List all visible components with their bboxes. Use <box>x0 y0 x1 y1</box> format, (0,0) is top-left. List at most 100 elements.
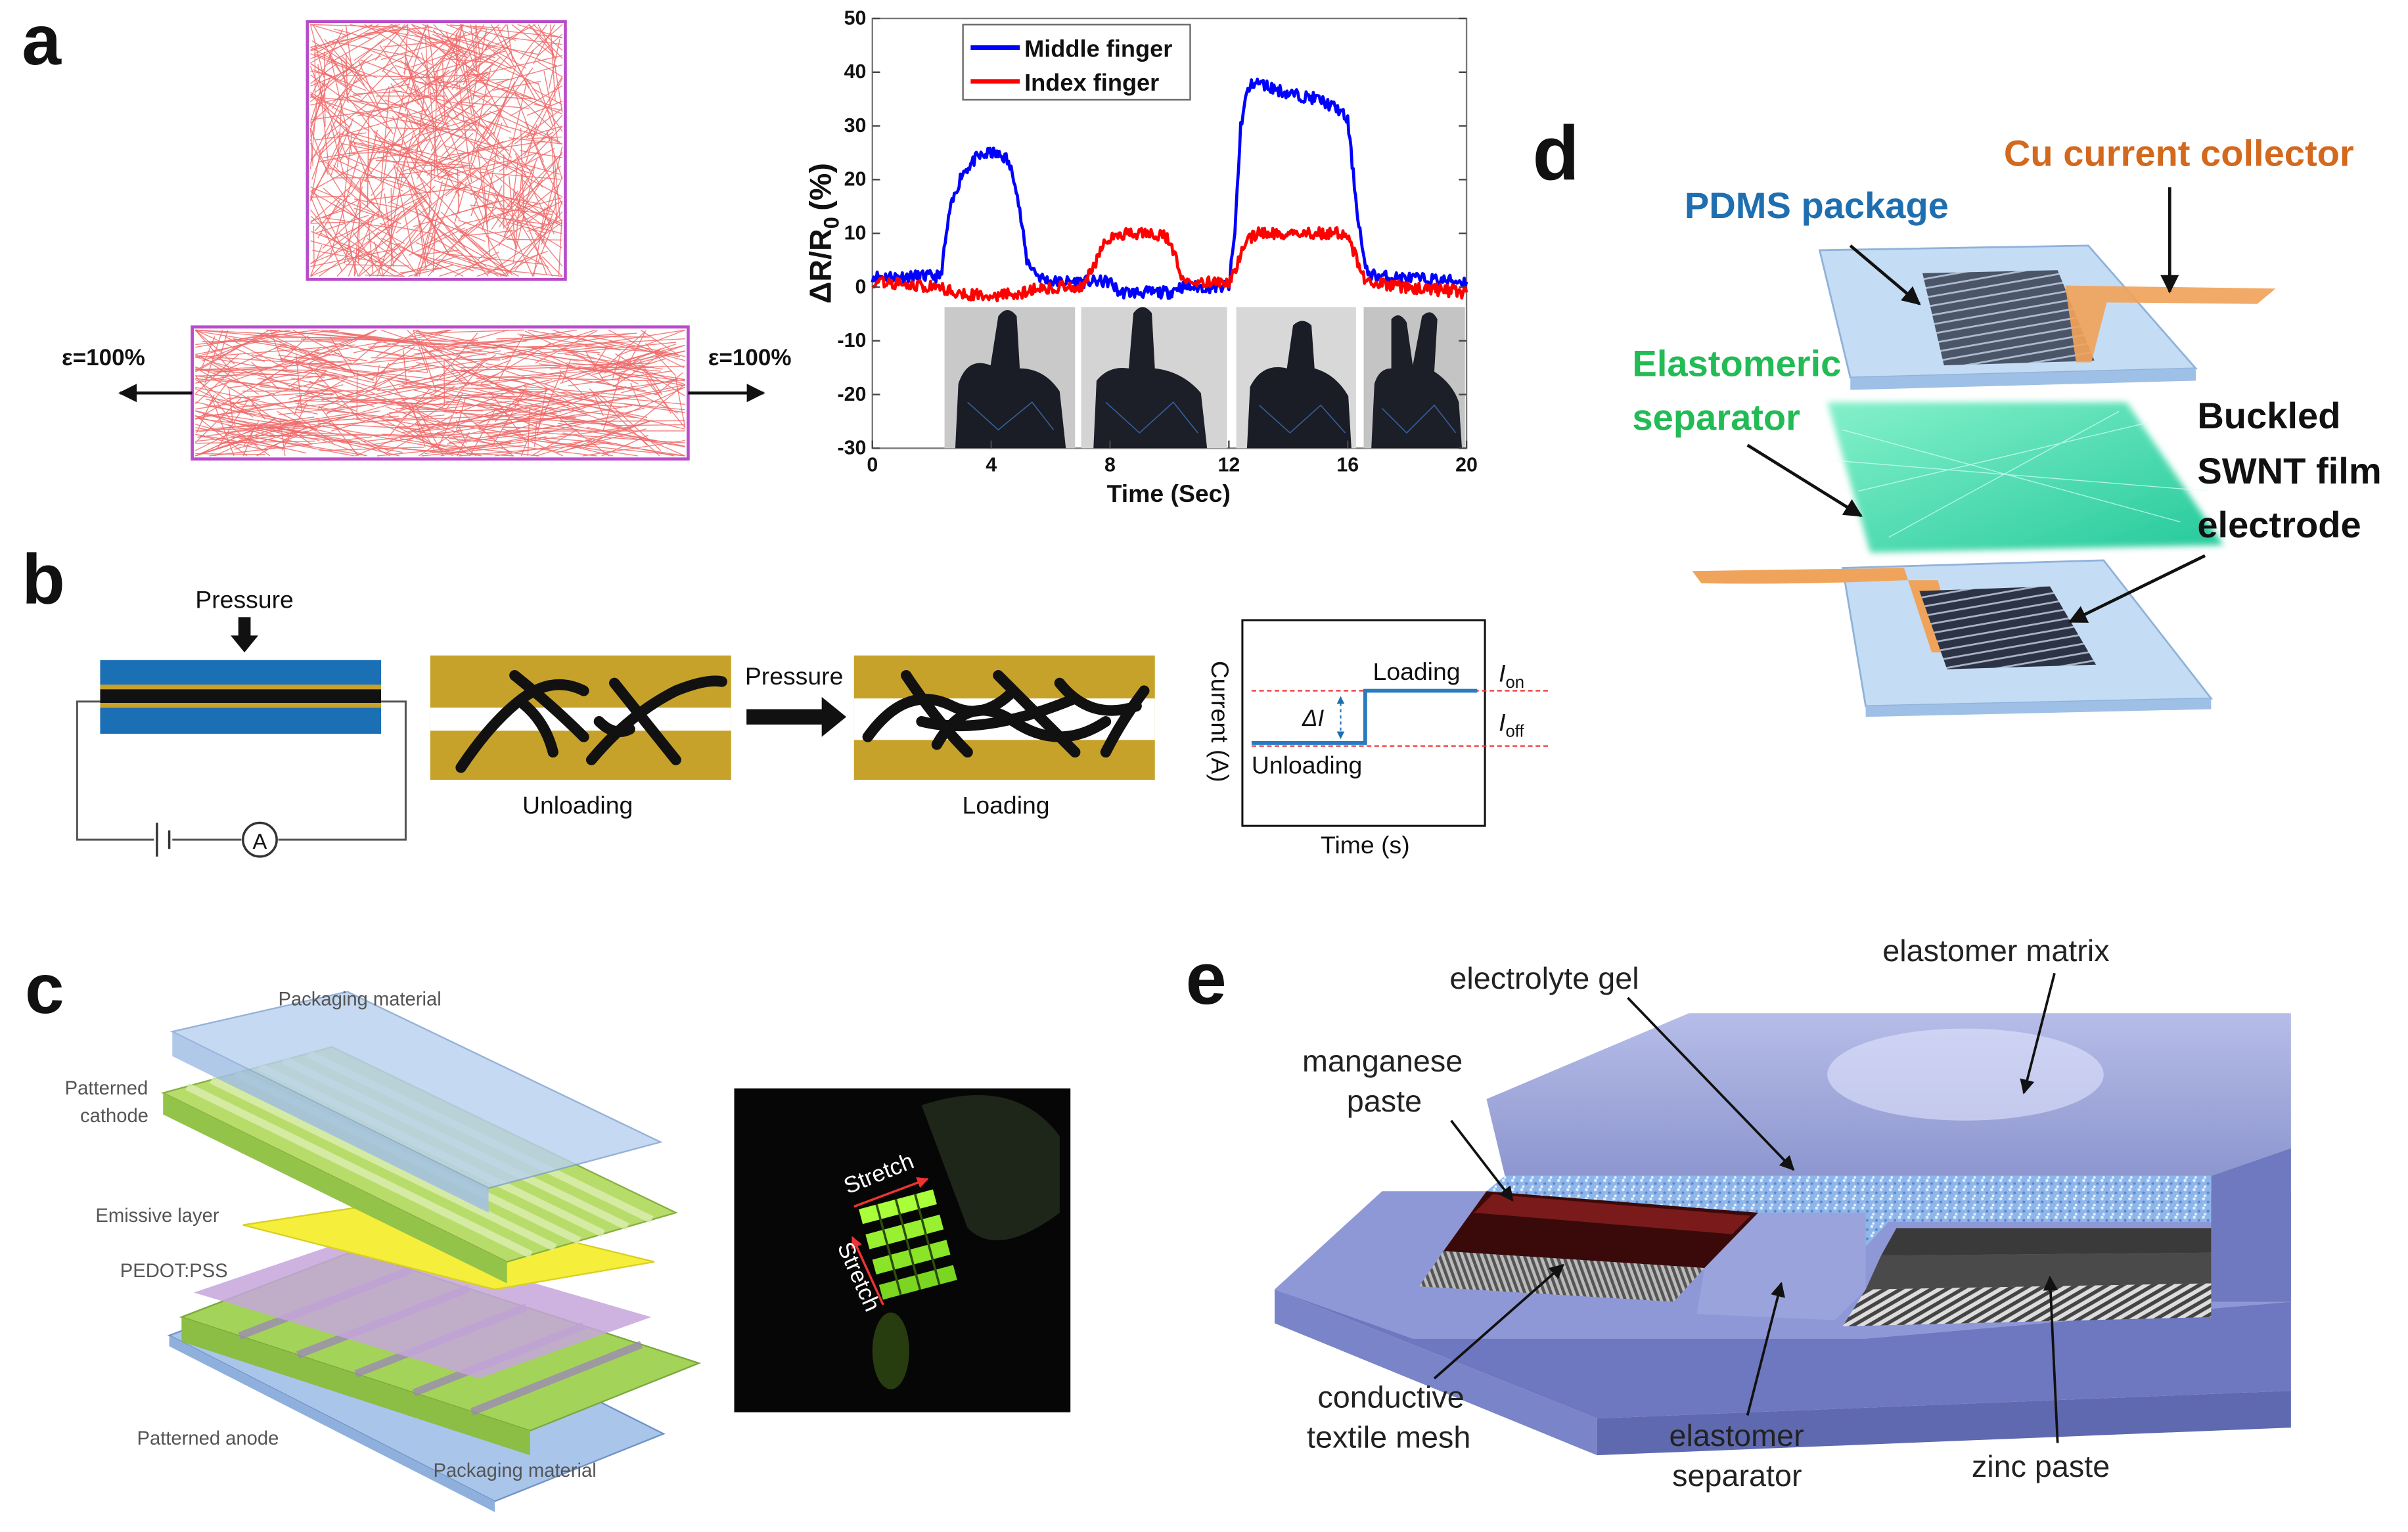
nanowire <box>371 118 434 196</box>
nanowire <box>201 329 280 362</box>
nanowire <box>512 148 543 188</box>
x-tick-label: 12 <box>1217 454 1240 476</box>
nanowire <box>388 379 412 411</box>
nanowire <box>321 55 382 82</box>
nanowire <box>322 188 385 249</box>
label-manganese-1: manganese <box>1302 1044 1463 1078</box>
nanowire <box>402 404 543 434</box>
sensor-bottom-layer <box>100 708 382 734</box>
label-buckled-2: SWNT film <box>2197 450 2381 491</box>
nanowire <box>195 329 265 363</box>
nanowire <box>334 204 405 244</box>
nanowire <box>347 205 412 250</box>
pressure-label-top: Pressure <box>195 585 294 613</box>
nanowire <box>449 24 501 29</box>
nanowire <box>462 64 472 114</box>
ammeter-circle <box>241 821 278 858</box>
nanowire <box>340 154 420 191</box>
nanowire <box>480 376 659 382</box>
panel-b: b Pressure A Unloading Pressure <box>22 539 1551 859</box>
nanowire <box>310 74 365 124</box>
strain-label-right: ε=100% <box>708 345 792 371</box>
x-tick-label: 0 <box>867 454 878 476</box>
nanowire <box>372 362 390 389</box>
nanowire <box>413 220 486 277</box>
nanowire <box>195 402 283 420</box>
nanowire <box>312 250 384 263</box>
nanowire <box>195 394 258 409</box>
nanowire <box>310 209 332 237</box>
label-separator-1: elastomer <box>1670 1418 1804 1453</box>
pressure-label-mid: Pressure <box>745 662 844 690</box>
elastomer-base-right <box>1597 1391 2291 1456</box>
label-elastomeric-2: separator <box>1632 396 1800 438</box>
panel-b-letter: b <box>22 539 65 618</box>
nanowire <box>370 73 445 119</box>
nanowire <box>530 346 621 390</box>
nanowire <box>434 70 438 179</box>
nanowire <box>517 24 562 39</box>
nanowire <box>310 91 370 132</box>
nanowire <box>460 411 514 457</box>
layer-pedot <box>193 1234 652 1379</box>
nanowire <box>475 24 481 58</box>
layer-anode-edge <box>181 1317 530 1456</box>
legend-box <box>962 24 1191 101</box>
zinc-paste-top <box>1880 1228 2212 1256</box>
nanowire <box>195 440 315 444</box>
nanowire <box>291 377 414 408</box>
nanowire <box>516 206 547 245</box>
nanowire <box>507 47 558 66</box>
nanowire <box>225 434 307 454</box>
nanowire <box>309 150 321 201</box>
nanowire <box>520 127 525 221</box>
nanowire <box>526 125 563 165</box>
arrow-buckled <box>2068 554 2206 623</box>
nanowire <box>463 197 562 225</box>
pdms-top-edge <box>1850 368 2196 390</box>
nanowire <box>428 345 515 396</box>
nanowire <box>410 402 426 447</box>
nanowire <box>504 218 562 235</box>
arrow-separator-e <box>1746 1282 1785 1416</box>
nanowire <box>466 90 560 143</box>
current-xlabel: Time (s) <box>1321 831 1410 859</box>
nanowire <box>472 27 562 38</box>
nanowire <box>458 208 497 240</box>
chart-series-group <box>871 78 1468 303</box>
nanowire <box>196 402 340 417</box>
nanowire <box>555 428 647 454</box>
nanowire <box>425 346 507 349</box>
nanowire <box>438 76 501 160</box>
arrow-pdms <box>1849 244 1921 305</box>
nanowire <box>497 27 530 89</box>
label-patterned-anode: Patterned anode <box>137 1428 279 1449</box>
zinc-mesh <box>1842 1283 2212 1326</box>
nanowire <box>480 431 638 457</box>
nanowire <box>612 356 620 379</box>
nanowire <box>195 329 277 338</box>
nanowire <box>310 209 345 222</box>
nanowire <box>514 174 522 249</box>
nanowire <box>317 154 356 163</box>
nanowire <box>505 80 528 169</box>
nanowire <box>442 233 519 277</box>
nanowire <box>309 196 343 272</box>
nanowire <box>459 359 511 380</box>
nanowire <box>506 238 562 241</box>
nanowire <box>338 441 462 456</box>
nanowire <box>562 405 623 428</box>
nanowire <box>468 30 531 84</box>
nanowire <box>329 53 352 152</box>
nanowire <box>310 210 380 265</box>
nanowire <box>388 182 424 204</box>
nanowire <box>360 66 394 102</box>
nanowire <box>342 74 428 78</box>
nanowire <box>468 55 562 78</box>
layer-cathode-edge <box>163 1093 507 1284</box>
manganese-paste-glow <box>1474 1194 1751 1234</box>
nanowire <box>641 394 679 414</box>
nanowire <box>543 70 558 143</box>
nanowire <box>518 184 560 218</box>
